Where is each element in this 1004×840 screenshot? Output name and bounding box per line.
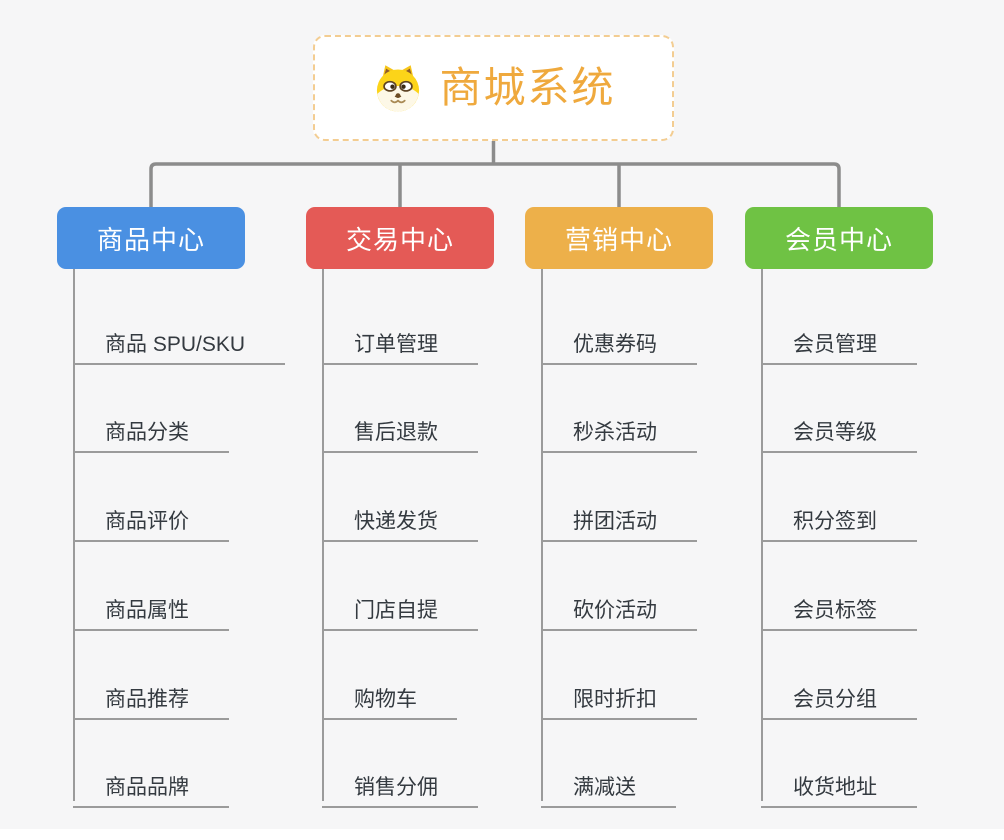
leaf-label: 会员管理 — [793, 332, 877, 356]
branch-label: 会员中心 — [784, 224, 893, 255]
leaf-node-1-5[interactable]: 商品推荐 — [73, 673, 229, 720]
branch-node-4[interactable]: 会员中心 — [745, 207, 933, 269]
leaf-node-3-2[interactable]: 秒杀活动 — [541, 406, 697, 453]
leaf-label: 订单管理 — [354, 332, 438, 356]
root-node-mall-system[interactable]: 商城系统 — [313, 35, 674, 141]
leaf-node-1-6[interactable]: 商品品牌 — [73, 761, 229, 808]
leaf-label: 积分签到 — [793, 509, 877, 533]
leaf-node-2-6[interactable]: 销售分佣 — [322, 761, 478, 808]
leaf-label: 会员等级 — [793, 420, 877, 444]
branch-vertical-line — [761, 269, 763, 801]
leaf-label: 商品 SPU/SKU — [105, 332, 246, 356]
branch-label: 商品中心 — [96, 224, 205, 255]
leaf-label: 快递发货 — [354, 509, 438, 533]
leaf-node-2-3[interactable]: 快递发货 — [322, 495, 478, 542]
leaf-node-4-6[interactable]: 收货地址 — [761, 761, 917, 808]
leaf-node-4-1[interactable]: 会员管理 — [761, 318, 917, 365]
leaf-label: 商品推荐 — [105, 687, 189, 711]
leaf-label: 优惠券码 — [573, 332, 657, 356]
leaf-label: 会员分组 — [793, 687, 877, 711]
leaf-node-1-3[interactable]: 商品评价 — [73, 495, 229, 542]
leaf-label: 拼团活动 — [573, 509, 657, 533]
leaf-node-2-1[interactable]: 订单管理 — [322, 318, 478, 365]
leaf-node-4-2[interactable]: 会员等级 — [761, 406, 917, 453]
leaf-node-1-1[interactable]: 商品 SPU/SKU — [73, 318, 286, 365]
leaf-node-2-4[interactable]: 门店自提 — [322, 584, 478, 631]
leaf-label: 商品品牌 — [105, 775, 189, 799]
leaf-label: 秒杀活动 — [573, 420, 657, 444]
leaf-label: 购物车 — [354, 687, 417, 711]
branch-vertical-line — [541, 269, 543, 801]
branch-label: 营销中心 — [564, 224, 673, 255]
leaf-label: 商品属性 — [105, 598, 189, 622]
leaf-node-4-4[interactable]: 会员标签 — [761, 584, 917, 631]
leaf-label: 门店自提 — [354, 598, 438, 622]
leaf-node-2-2[interactable]: 售后退款 — [322, 406, 478, 453]
leaf-node-3-6[interactable]: 满减送 — [541, 761, 676, 808]
leaf-label: 满减送 — [573, 775, 636, 799]
leaf-node-3-1[interactable]: 优惠券码 — [541, 318, 697, 365]
leaf-label: 限时折扣 — [573, 687, 657, 711]
branch-vertical-line — [73, 269, 75, 801]
leaf-node-4-3[interactable]: 积分签到 — [761, 495, 917, 542]
dog-face-icon — [377, 65, 420, 112]
leaf-node-3-5[interactable]: 限时折扣 — [541, 673, 697, 720]
leaf-node-4-5[interactable]: 会员分组 — [761, 673, 917, 720]
leaf-node-1-2[interactable]: 商品分类 — [73, 406, 229, 453]
leaf-node-1-4[interactable]: 商品属性 — [73, 584, 229, 631]
leaf-label: 砍价活动 — [573, 598, 657, 622]
branch-node-3[interactable]: 营销中心 — [525, 207, 713, 269]
outer-elbow-line — [149, 162, 841, 207]
leaf-label: 商品评价 — [105, 509, 189, 533]
leaf-node-2-5[interactable]: 购物车 — [322, 673, 457, 720]
leaf-label: 商品分类 — [105, 420, 189, 444]
root-title: 商城系统 — [439, 64, 616, 111]
branch-node-2[interactable]: 交易中心 — [306, 207, 494, 269]
leaf-label: 售后退款 — [354, 420, 438, 444]
bottom-strip — [0, 829, 1004, 840]
branch-node-1[interactable]: 商品中心 — [57, 207, 245, 269]
leaf-label: 销售分佣 — [354, 775, 438, 799]
branch-label: 交易中心 — [345, 224, 454, 255]
leaf-node-3-4[interactable]: 砍价活动 — [541, 584, 697, 631]
leaf-label: 会员标签 — [793, 598, 877, 622]
leaf-label: 收货地址 — [793, 775, 877, 799]
leaf-node-3-3[interactable]: 拼团活动 — [541, 495, 697, 542]
branch-vertical-line — [322, 269, 324, 801]
